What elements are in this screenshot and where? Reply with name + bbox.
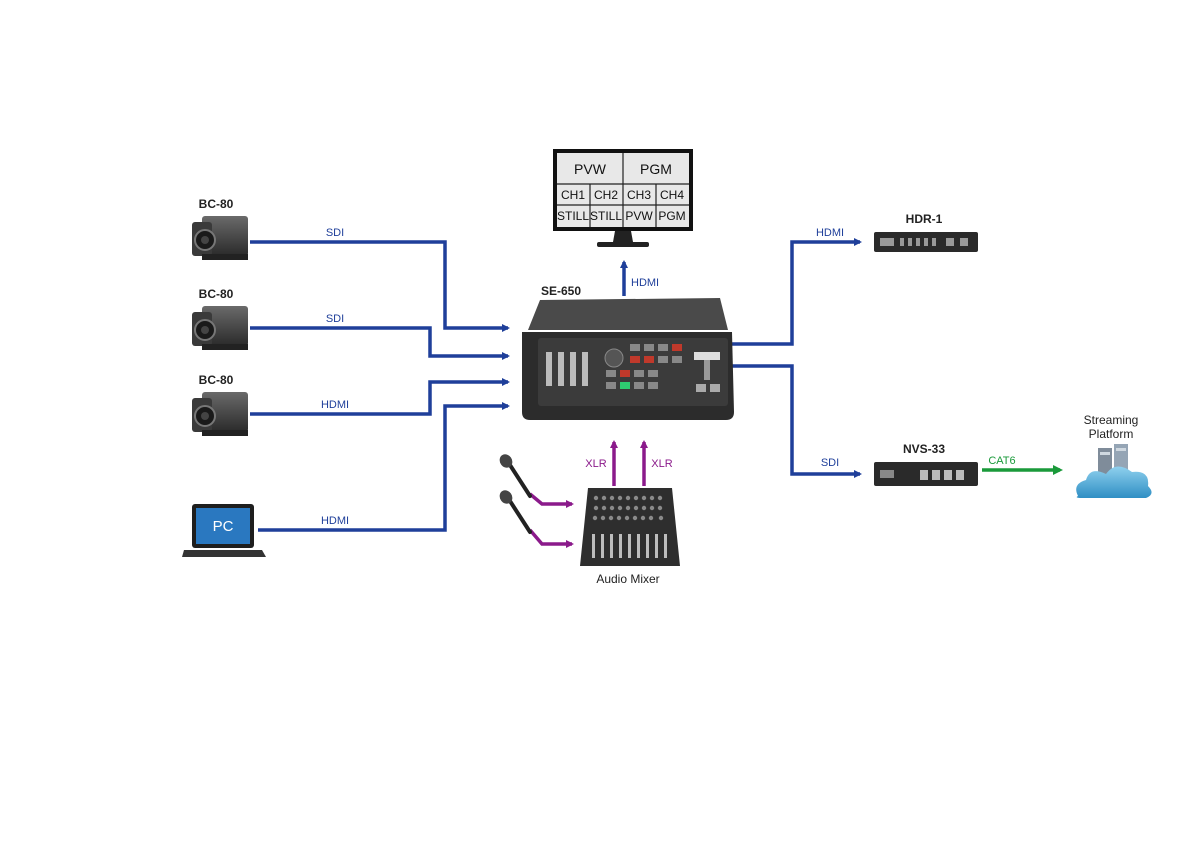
pc-laptop: PC [182,504,266,557]
mixer-faders-icon [592,534,667,558]
monitor-pvw-small-cell: PVW [625,209,653,223]
pc-link-label: HDMI [321,515,349,527]
mixer-label: Audio Mixer [596,572,659,586]
xlr-right-label: XLR [651,458,672,470]
microphone-2 [499,490,532,534]
switcher-faders-icon [546,352,588,386]
streaming-platform: Streaming Platform [1076,413,1152,498]
audio-mixer: Audio Mixer [580,488,680,586]
switcher-to-streamer-link [730,364,862,478]
camera-icon [192,306,248,350]
monitor-ch2-cell: CH2 [594,188,618,202]
monitor-pgm-small-cell: PGM [658,209,685,223]
monitor-ch1-cell: CH1 [561,188,585,202]
microphone-icon [499,490,532,534]
monitor-ch3-cell: CH3 [627,188,651,202]
platform-label-line1: Streaming [1084,413,1139,427]
mic1-to-mixer-link [528,492,574,508]
pc-to-switcher-link [258,402,510,532]
camera-icon [192,216,248,260]
cam1-to-switcher-link [250,240,510,332]
cam1-link-label: SDI [326,227,344,239]
mic2-to-mixer-link [528,528,574,548]
pc-label: PC [213,518,234,535]
camera-1-label: BC-80 [199,197,234,211]
monitor-stand-icon [613,231,633,242]
monitor-still2-cell: STILL [590,209,622,223]
nvs-33-streamer: NVS-33 [874,442,978,486]
camera-1: BC-80 [192,197,248,260]
cam3-to-switcher-link [250,378,510,416]
recorder-link-label: HDMI [816,227,844,239]
video-links [250,238,862,532]
hdr-1-recorder: HDR-1 [874,212,978,252]
platform-link-label: CAT6 [988,455,1015,467]
monitor-still1-cell: STILL [557,209,589,223]
switcher-jog-icon [604,348,624,368]
switcher-to-recorder-link [730,238,862,346]
camera-3: BC-80 [192,373,248,436]
mixer-knobs-icon [592,495,664,521]
monitor-ch4-cell: CH4 [660,188,684,202]
recorder-buttons-icon [880,238,968,246]
xlr-left-label: XLR [585,458,606,470]
monitor-pgm-cell: PGM [640,161,672,177]
streamer-label: NVS-33 [903,442,945,456]
monitor-link-label: HDMI [631,277,659,289]
streamer-buttons-icon [880,470,964,480]
switcher-buttons-icon [606,344,682,389]
se-650-switcher: SE-650 [522,284,734,420]
platform-label-line2: Platform [1089,427,1134,441]
camera-3-label: BC-80 [199,373,234,387]
switcher-label: SE-650 [541,284,581,298]
cam3-link-label: HDMI [321,399,349,411]
cam2-to-switcher-link [250,326,510,360]
camera-2: BC-80 [192,287,248,350]
multiview-monitor: PVW PGM CH1 CH2 CH3 CH4 STILL STILL PVW … [553,149,693,247]
camera-icon [192,392,248,436]
laptop-base-icon [182,550,266,557]
microphone-1 [499,454,532,498]
streamer-link-label: SDI [821,457,839,469]
camera-2-label: BC-80 [199,287,234,301]
cam2-link-label: SDI [326,313,344,325]
recorder-label: HDR-1 [906,212,943,226]
switcher-tbar-icon [694,352,720,360]
monitor-pvw-cell: PVW [574,161,607,177]
microphone-icon [499,454,532,498]
cloud-server-icon [1076,444,1152,498]
audio-links [528,440,648,548]
